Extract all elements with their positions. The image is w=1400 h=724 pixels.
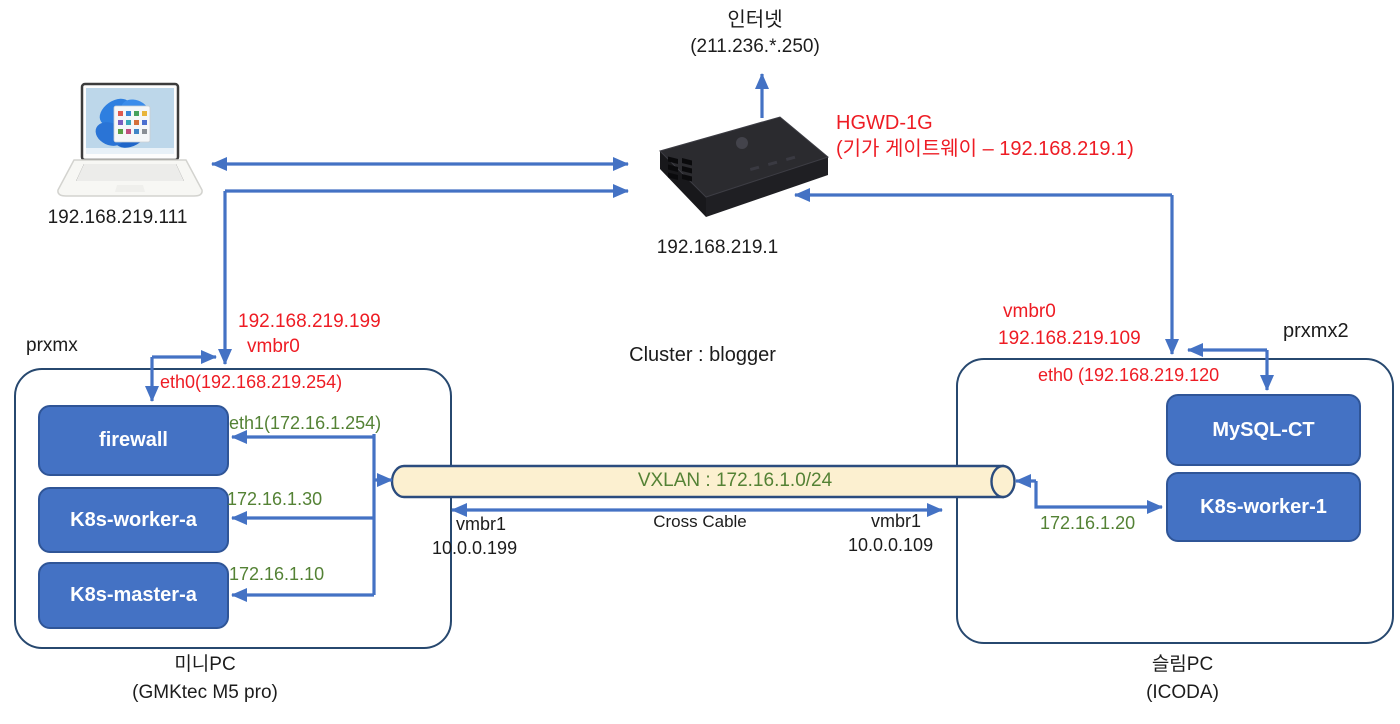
right-uplink-if-label: vmbr0	[1003, 301, 1056, 322]
left-caption-line1: 미니PC	[174, 654, 236, 675]
right-uplink-ip-label: 192.168.219.109	[998, 328, 1141, 349]
worker-1-ip-label: 172.16.1.20	[1040, 513, 1136, 533]
vm-k8s-master-a: K8s-master-a	[38, 562, 229, 629]
left-eth0-label: eth0(192.168.219.254)	[160, 372, 343, 392]
router-icon	[630, 105, 835, 240]
vm-firewall: firewall	[38, 405, 229, 476]
master-a-ip-label: 172.16.1.10	[229, 564, 325, 584]
cluster-name-label: Cluster : blogger	[629, 344, 776, 366]
vm-mysql-ct: MySQL-CT	[1166, 394, 1361, 466]
vm-k8s-worker-1: K8s-worker-1	[1166, 472, 1361, 542]
vm-mysql-ct-label: MySQL-CT	[1212, 418, 1315, 441]
internet-label: 인터넷	[727, 9, 783, 31]
laptop-icon	[55, 82, 205, 204]
gateway-ip-label: 192.168.219.1	[656, 237, 779, 258]
gateway-desc-label: (기가 게이트웨이 – 192.168.219.1)	[836, 138, 1134, 160]
vm-firewall-label: firewall	[99, 429, 168, 451]
left-vxlan-ip-label: 10.0.0.199	[432, 538, 518, 558]
vm-k8s-worker-a-label: K8s-worker-a	[70, 508, 197, 531]
left-uplink-if-label: vmbr0	[247, 336, 300, 357]
left-host-label: prxmx	[26, 335, 78, 356]
gateway-model-label: HGWD-1G	[836, 112, 933, 134]
vm-k8s-worker-a: K8s-worker-a	[38, 487, 229, 553]
internet-ip: (211.236.*.250)	[690, 36, 820, 57]
right-vmbr1-label: vmbr1	[871, 511, 922, 531]
left-eth1-label: eth1(172.16.1.254)	[229, 413, 382, 433]
left-uplink-ip-label: 192.168.219.199	[238, 311, 381, 332]
left-caption-line2: (GMKtec M5 pro)	[132, 682, 278, 703]
vxlan-tube-label: VXLAN : 172.16.1.0/24	[637, 470, 833, 491]
client-pc-ip: 192.168.219.111	[47, 207, 188, 228]
worker-a-ip-label: 172.16.1.30	[227, 489, 323, 509]
right-vxlan-ip-label: 10.0.0.109	[848, 535, 934, 555]
right-eth0-label: eth0 (192.168.219.120	[1038, 365, 1220, 385]
right-host-label: prxmx2	[1283, 320, 1349, 342]
cross-cable-label: Cross Cable	[653, 512, 747, 531]
left-vmbr1-label: vmbr1	[456, 514, 507, 534]
right-host-box	[956, 358, 1394, 644]
vm-k8s-master-a-label: K8s-master-a	[70, 584, 197, 606]
right-caption-line2: (ICODA)	[1146, 682, 1219, 703]
vm-k8s-worker-1-label: K8s-worker-1	[1200, 495, 1327, 518]
right-caption-line1: 슬림PC	[1151, 654, 1214, 675]
